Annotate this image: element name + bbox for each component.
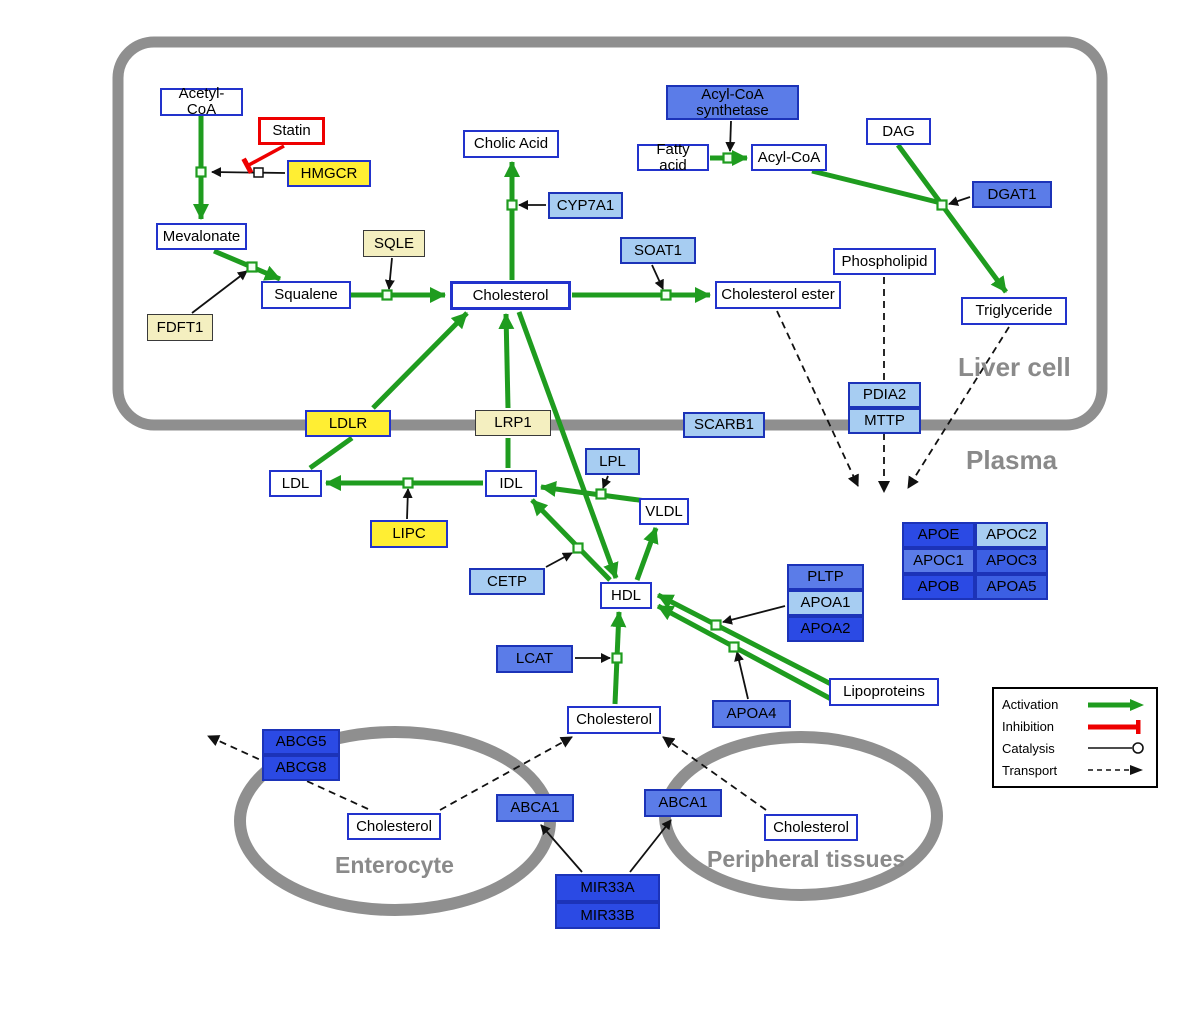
node-mttp[interactable]: MTTP [848, 408, 921, 434]
node-cetp[interactable]: CETP [469, 568, 545, 595]
legend-inhibition-label: Inhibition [1002, 719, 1055, 735]
node-abcg8[interactable]: ABCG8 [262, 755, 340, 781]
node-fdft1[interactable]: FDFT1 [147, 314, 213, 341]
node-sqle[interactable]: SQLE [363, 230, 425, 257]
node-lrp1[interactable]: LRP1 [475, 410, 551, 436]
activation-arrow-icon [1088, 698, 1144, 711]
node-vldl[interactable]: VLDL [639, 498, 689, 525]
node-acyl-coa[interactable]: Acyl-CoA [751, 144, 827, 171]
node-scarb1[interactable]: SCARB1 [683, 412, 765, 438]
enterocyte-label: Enterocyte [335, 852, 454, 878]
node-idl[interactable]: IDL [485, 470, 537, 497]
node-apoa1[interactable]: APOA1 [787, 590, 864, 616]
reaction-node-squares [195, 152, 948, 664]
node-ldl[interactable]: LDL [269, 470, 322, 497]
node-cholic-acid[interactable]: Cholic Acid [463, 130, 559, 158]
node-statin[interactable]: Statin [258, 117, 325, 145]
inhibition-tbar-icon [1088, 719, 1141, 734]
node-abcg5[interactable]: ABCG5 [262, 729, 340, 755]
node-cholesterol-ester[interactable]: Cholesterol ester [715, 281, 841, 309]
node-mevalonate[interactable]: Mevalonate [156, 223, 247, 250]
node-apoa2[interactable]: APOA2 [787, 616, 864, 642]
transport-dashed-arrow-icon [1088, 765, 1143, 776]
node-pltp[interactable]: PLTP [787, 564, 864, 590]
node-apoa5[interactable]: APOA5 [975, 574, 1048, 600]
node-phospholipid[interactable]: Phospholipid [833, 248, 936, 275]
plasma-label: Plasma [966, 445, 1058, 475]
node-mir33b[interactable]: MIR33B [555, 902, 660, 929]
node-hmgcr[interactable]: HMGCR [287, 160, 371, 187]
peripheral-tissues-label: Peripheral tissues [707, 846, 906, 872]
node-dgat1[interactable]: DGAT1 [972, 181, 1052, 208]
node-cyp7a1[interactable]: CYP7A1 [548, 192, 623, 219]
node-cholesterol-plasma[interactable]: Cholesterol [567, 706, 661, 734]
node-hdl[interactable]: HDL [600, 582, 652, 609]
node-mir33a[interactable]: MIR33A [555, 874, 660, 902]
node-lcat[interactable]: LCAT [496, 645, 573, 673]
node-fatty-acid[interactable]: Fatty acid [637, 141, 709, 173]
node-apoe[interactable]: APOE [902, 522, 975, 548]
node-lipoproteins[interactable]: Lipoproteins [829, 678, 939, 706]
node-soat1[interactable]: SOAT1 [620, 237, 696, 264]
liver-cell-label: Liver cell [958, 352, 1071, 382]
liver-cell-membrane [112, 36, 1108, 431]
node-apoc1[interactable]: APOC1 [902, 548, 975, 574]
node-abca1-enterocyte[interactable]: ABCA1 [496, 794, 574, 822]
node-apoa4[interactable]: APOA4 [712, 700, 791, 728]
legend-activation-label: Activation [1002, 697, 1059, 713]
node-apob[interactable]: APOB [902, 574, 975, 600]
node-lpl[interactable]: LPL [585, 448, 640, 475]
inhibition-edges [241, 144, 285, 174]
activation-edges [193, 116, 1009, 705]
node-cholesterol-enterocyte[interactable]: Cholesterol [347, 813, 441, 840]
node-acyl-coa-synthetase[interactable]: Acyl-CoA synthetase [666, 85, 799, 120]
legend-row-catalysis: Catalysis [1002, 738, 1148, 758]
node-cholesterol-liver[interactable]: Cholesterol [450, 281, 571, 310]
node-dag[interactable]: DAG [866, 118, 931, 145]
node-abca1-peripheral[interactable]: ABCA1 [644, 789, 722, 817]
node-lipc[interactable]: LIPC [370, 520, 448, 548]
legend-row-transport: Transport [1002, 760, 1148, 780]
node-squalene[interactable]: Squalene [261, 281, 351, 309]
legend: Activation Inhibition Catalysis Transpor… [992, 687, 1158, 788]
node-triglyceride[interactable]: Triglyceride [961, 297, 1067, 325]
legend-row-inhibition: Inhibition [1002, 717, 1148, 737]
node-acetyl-coa[interactable]: Acetyl-CoA [160, 86, 243, 117]
node-apoc3[interactable]: APOC3 [975, 548, 1048, 574]
legend-catalysis-label: Catalysis [1002, 740, 1055, 756]
node-apoc2[interactable]: APOC2 [975, 522, 1048, 548]
node-cholesterol-peripheral[interactable]: Cholesterol [764, 814, 858, 841]
catalysis-circle-icon [1088, 742, 1144, 755]
legend-transport-label: Transport [1002, 762, 1058, 778]
node-ldlr[interactable]: LDLR [305, 410, 391, 437]
legend-row-activation: Activation [1002, 695, 1148, 715]
anchor-square [253, 167, 264, 178]
node-pdia2[interactable]: PDIA2 [848, 382, 921, 408]
